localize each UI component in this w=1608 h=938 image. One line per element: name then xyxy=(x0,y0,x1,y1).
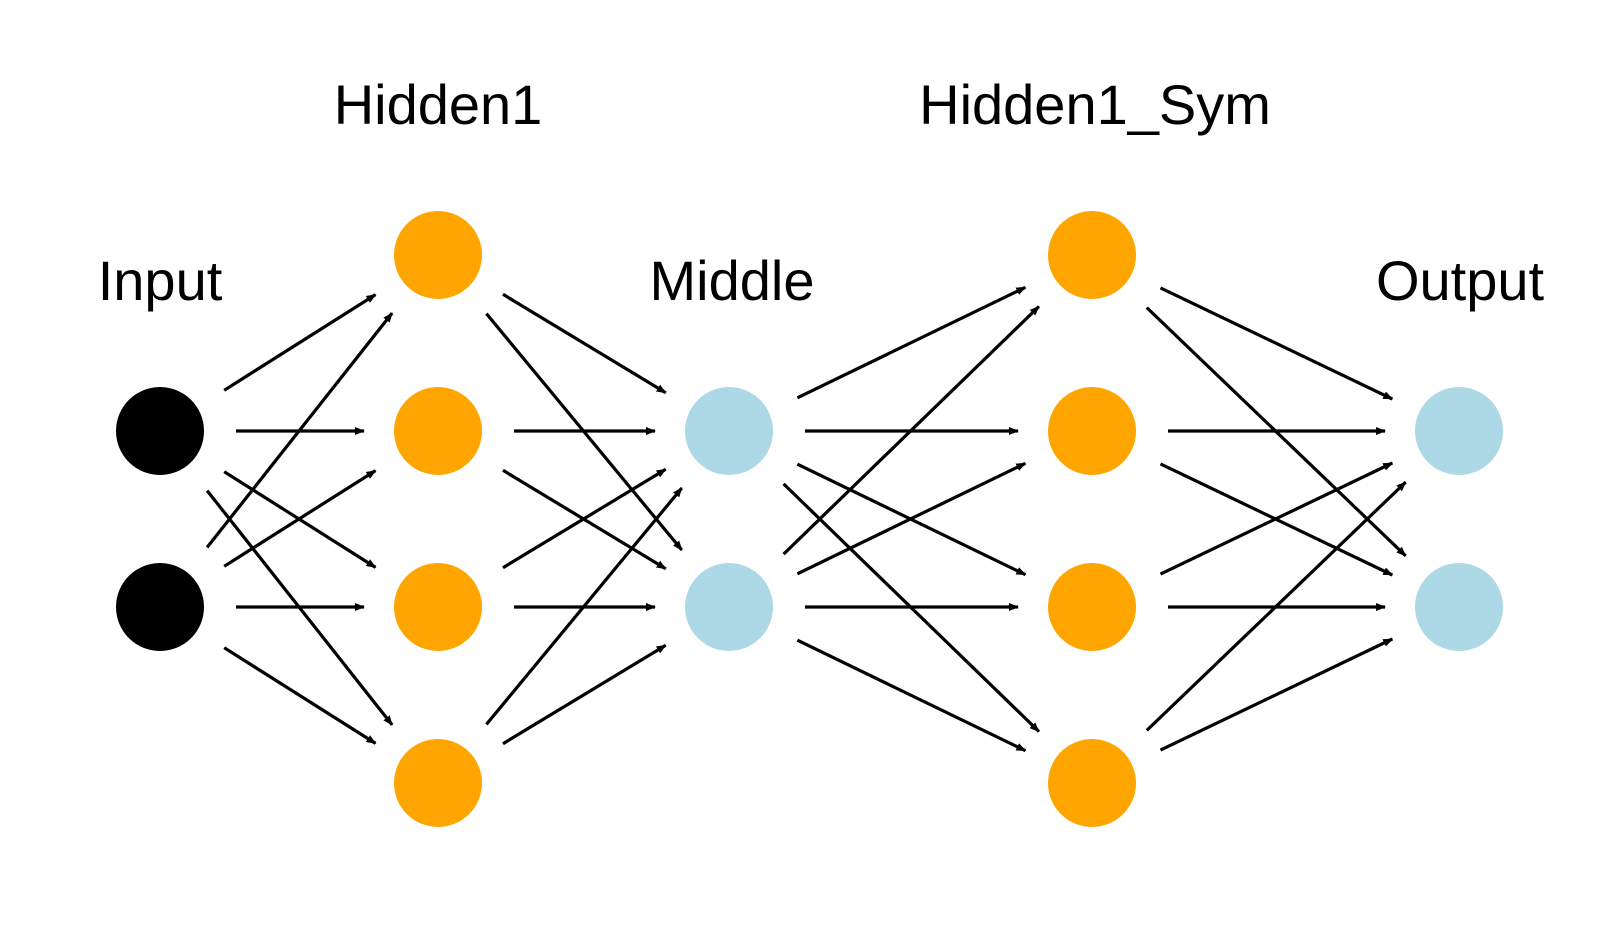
edge-input2-to-hidden12 xyxy=(223,469,377,568)
layer-label-hidden1-sym: Hidden1_Sym xyxy=(919,73,1271,136)
neuron-hidden1s-4 xyxy=(1048,739,1136,827)
neuron-output-2 xyxy=(1415,563,1503,651)
neurons xyxy=(116,211,1503,827)
neuron-middle-1 xyxy=(685,387,773,475)
edge-input1-to-hidden11 xyxy=(223,293,377,392)
neuron-hidden1s-1 xyxy=(1048,211,1136,299)
edge-hidden1s1-to-output1 xyxy=(1159,286,1394,401)
neuron-hidden1s-2 xyxy=(1048,387,1136,475)
layer-label-output: Output xyxy=(1376,249,1545,312)
edge-middle2-to-hidden1s2 xyxy=(796,461,1027,576)
edge-middle2-to-hidden1s1 xyxy=(782,305,1041,556)
edge-hidden11-to-middle1 xyxy=(502,292,667,395)
neuron-input-2 xyxy=(116,563,204,651)
neuron-hidden1-3 xyxy=(394,563,482,651)
layer-label-hidden1: Hidden1 xyxy=(334,73,543,136)
neuron-middle-2 xyxy=(685,563,773,651)
edge-hidden1s4-to-output2 xyxy=(1159,637,1394,752)
edge-hidden1s4-to-output1 xyxy=(1145,481,1407,732)
edge-hidden14-to-middle1 xyxy=(485,486,684,726)
edge-hidden14-to-middle2 xyxy=(502,643,667,746)
neuron-output-1 xyxy=(1415,387,1503,475)
connections xyxy=(205,285,1407,753)
edge-input2-to-hidden14 xyxy=(223,646,377,745)
edge-middle2-to-hidden1s4 xyxy=(796,638,1027,753)
neuron-hidden1-1 xyxy=(394,211,482,299)
edge-middle1-to-hidden1s1 xyxy=(796,285,1027,400)
neuron-hidden1s-3 xyxy=(1048,563,1136,651)
neuron-hidden1-4 xyxy=(394,739,482,827)
neuron-input-1 xyxy=(116,387,204,475)
edge-hidden1s3-to-output1 xyxy=(1159,461,1394,576)
layer-label-middle: Middle xyxy=(650,249,815,312)
edge-hidden13-to-middle1 xyxy=(502,467,667,570)
edge-input2-to-hidden11 xyxy=(205,312,394,549)
neuron-hidden1-2 xyxy=(394,387,482,475)
layer-labels: Input Hidden1 Middle Hidden1_Sym Output xyxy=(98,73,1545,312)
layer-label-input: Input xyxy=(98,249,223,312)
